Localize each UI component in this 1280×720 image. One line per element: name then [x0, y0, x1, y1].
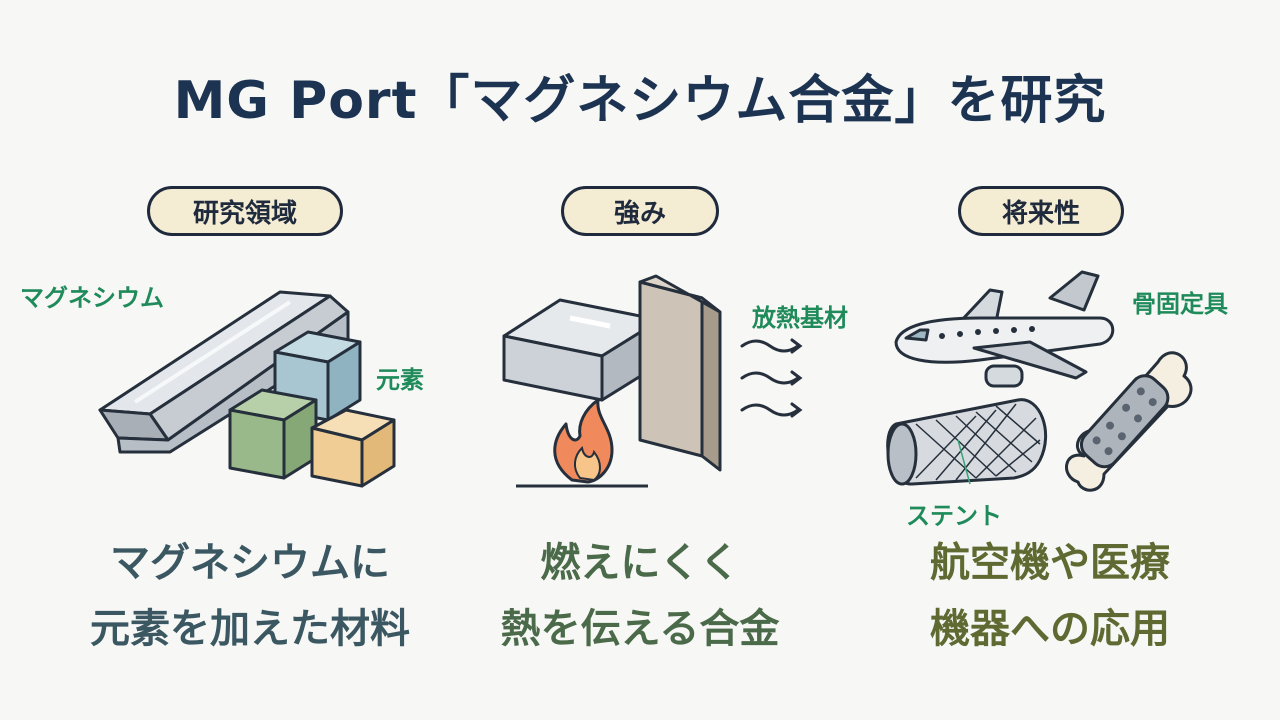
- heading-future: 将来性: [958, 186, 1124, 236]
- caption-line: 元素を加えた材料: [90, 606, 410, 652]
- caption-line: マグネシウムに: [110, 540, 390, 586]
- fire-icon: [516, 398, 648, 488]
- metal-block-icon: [502, 298, 662, 402]
- bone-plate-icon: [1065, 351, 1193, 492]
- caption-line: 熱を伝える合金: [500, 606, 780, 652]
- label-magnesium: マグネシウム: [20, 284, 164, 312]
- label-heat-base: 放熱基材: [752, 304, 848, 332]
- heat-wave-icon: [740, 338, 803, 418]
- page-title: MG Port「マグネシウム合金」を研究: [173, 71, 1107, 131]
- label-element: 元素: [376, 366, 424, 394]
- caption-line: 機器への応用: [930, 606, 1170, 652]
- label-stent: ステント: [906, 502, 1002, 530]
- heat-plate-icon: [638, 274, 722, 472]
- element-cubes-icon: [228, 330, 396, 488]
- caption-research-area: マグネシウムに 元素を加えた材料: [40, 530, 460, 662]
- stent-icon: [886, 398, 1048, 486]
- magnesium-ingot-icon: [98, 290, 350, 454]
- caption-strength: 燃えにくく 熱を伝える合金: [460, 530, 820, 662]
- caption-line: 航空機や医療: [930, 540, 1170, 586]
- caption-line: 燃えにくく: [540, 540, 740, 586]
- heading-strength: 強み: [561, 186, 719, 236]
- caption-future: 航空機や医療 機器への応用: [860, 530, 1240, 662]
- heading-research-area: 研究領域: [147, 186, 343, 236]
- airplane-icon: [894, 270, 1115, 388]
- label-bone-fixture: 骨固定具: [1132, 290, 1228, 318]
